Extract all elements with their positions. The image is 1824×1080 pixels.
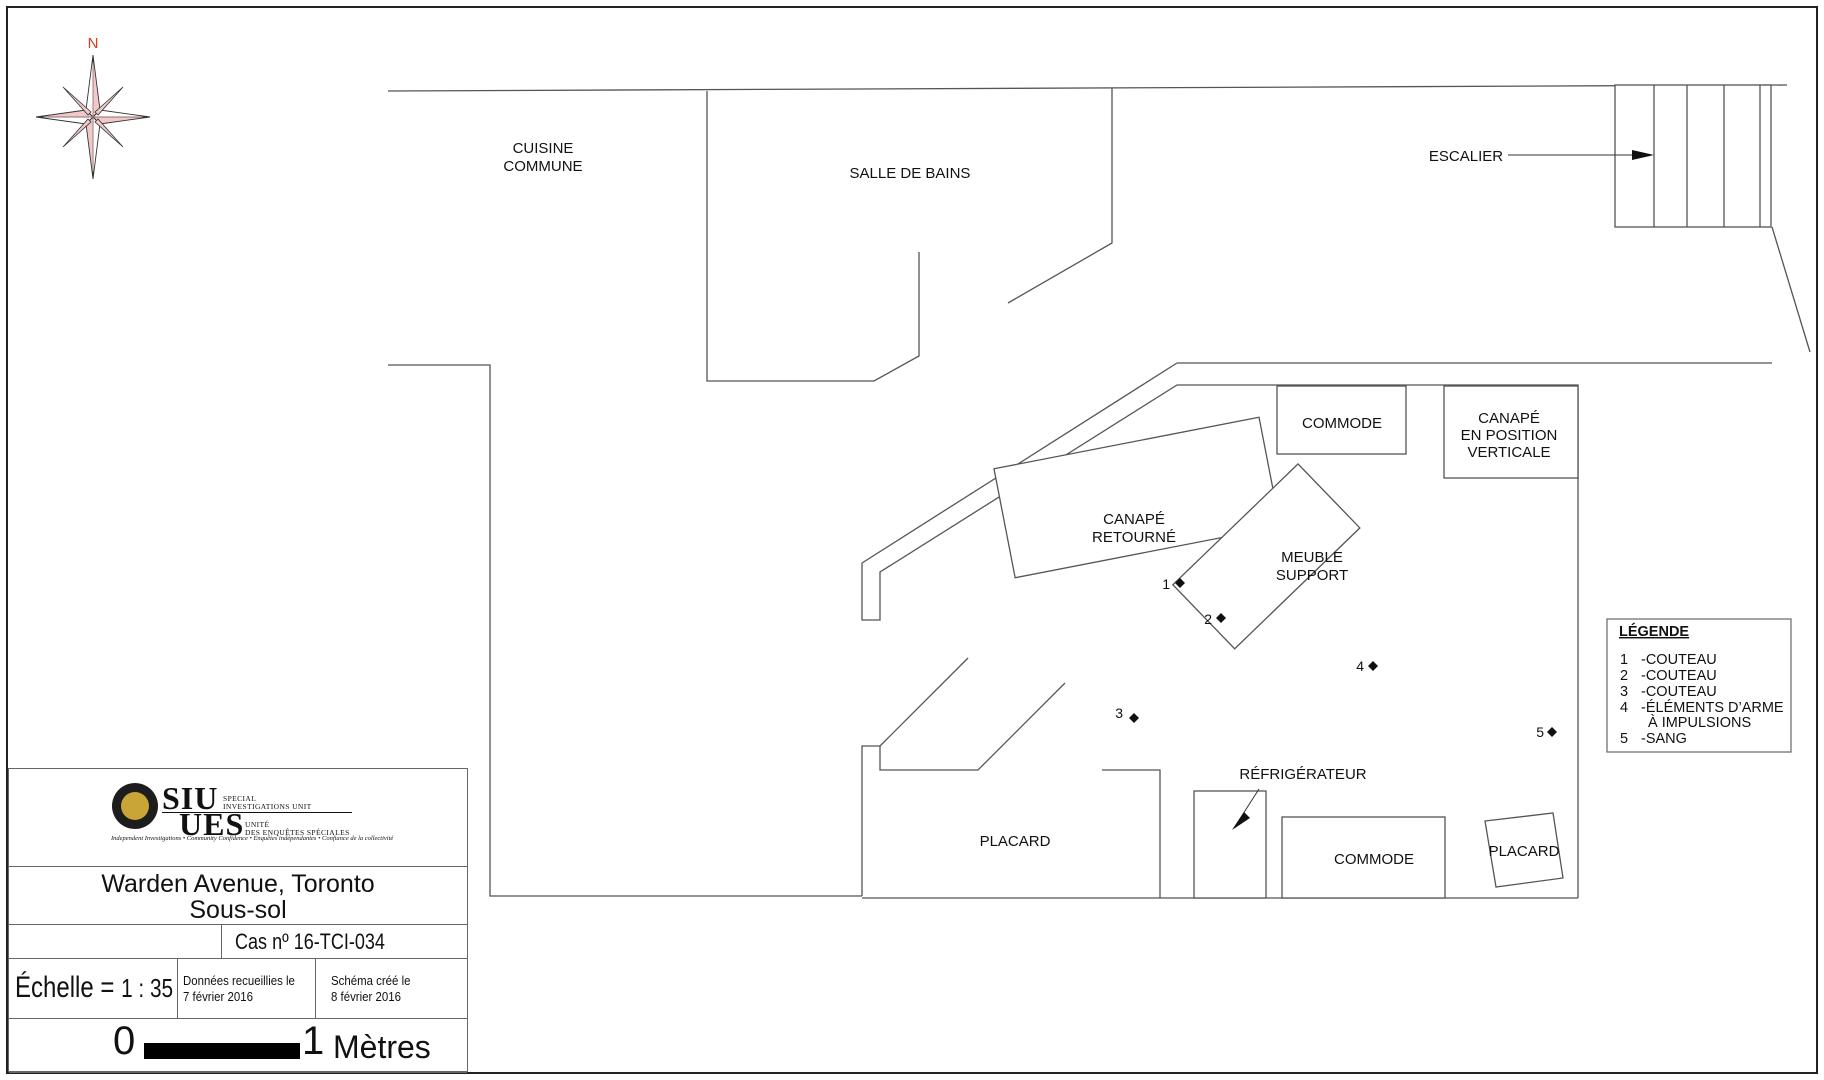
svg-text:2: 2	[1204, 611, 1212, 627]
legend-num-3: 3	[1620, 684, 1628, 700]
case-row: Cas nº 16-TCI-034	[9, 925, 467, 959]
svg-text:5: 5	[1536, 724, 1544, 740]
svg-text:3: 3	[1115, 705, 1123, 721]
label-meuble-support-2: SUPPORT	[1276, 567, 1348, 584]
legend-text-3: -COUTEAU	[1641, 684, 1717, 700]
svg-text:1: 1	[1162, 576, 1170, 592]
address-line-1: Warden Avenue, Toronto	[101, 870, 375, 898]
svg-text:4: 4	[1356, 658, 1364, 674]
legend-text-4: -ÉLÉMENTS D’ARME	[1641, 699, 1784, 716]
placard-right	[1484, 812, 1564, 888]
label-commode-top: COMMODE	[1302, 415, 1382, 432]
commode-top	[1276, 385, 1407, 455]
label-commode-bottom: COMMODE	[1334, 851, 1414, 868]
collected-date: 7 février 2016	[183, 989, 253, 1004]
evidence-marker-5: 5	[1536, 724, 1557, 740]
label-placard-left: PLACARD	[980, 833, 1051, 850]
staircase	[1508, 84, 1772, 228]
label-canape-retourne-2: RETOURNÉ	[1092, 529, 1176, 546]
legend-num-1: 1	[1620, 652, 1628, 668]
logo-special: Special	[223, 794, 257, 803]
legend-text-5: -SANG	[1641, 731, 1687, 747]
label-canape-vertical-3: VERTICALE	[1467, 444, 1550, 461]
scale-bar-rect	[144, 1043, 300, 1059]
logo-ues: UES	[179, 806, 245, 842]
evidence-marker-2: 2	[1204, 611, 1226, 627]
legend-text-4b: À IMPULSIONS	[1648, 714, 1751, 731]
evidence-marker-4: 4	[1356, 658, 1378, 674]
evidence-marker-3: 3	[1115, 705, 1139, 723]
scale-text: Échelle = 1 : 35	[15, 971, 174, 1004]
label-cuisine-1: CUISINE	[513, 140, 574, 157]
commode-bottom	[1281, 816, 1446, 899]
scale-bar-end: 1	[302, 1019, 325, 1063]
logo-siu: SIU	[162, 780, 219, 816]
created-date: 8 février 2016	[331, 989, 401, 1004]
scale-bar-start: 0	[113, 1019, 136, 1063]
label-canape-vertical-2: EN POSITION	[1461, 427, 1558, 444]
compass-rose-icon	[35, 54, 151, 180]
meuble-support	[1171, 462, 1361, 650]
label-canape-retourne-1: CANAPÉ	[1103, 511, 1165, 528]
legend-text-2: -COUTEAU	[1641, 668, 1717, 684]
compass-north-label: N	[88, 35, 99, 52]
legend-num-5: 5	[1620, 731, 1628, 747]
collected-label: Données recueillies le	[183, 973, 295, 988]
label-canape-vertical-1: CANAPÉ	[1478, 410, 1540, 427]
created-label: Schéma créé le	[331, 973, 411, 988]
scale-bar-unit: Mètres	[333, 1029, 431, 1065]
legend-num-4: 4	[1620, 700, 1628, 716]
label-escalier: ESCALIER	[1429, 148, 1503, 165]
logo-investigations-unit: Investigations Unit	[223, 802, 312, 811]
legend-num-2: 2	[1620, 668, 1628, 684]
legend: LÉGENDE 1 -COUTEAU 2 -COUTEAU 3 -COUTEAU…	[1606, 618, 1792, 753]
label-cuisine-2: COMMUNE	[503, 158, 582, 175]
siu-seal-icon	[112, 783, 158, 829]
siu-logo: SIU Special Investigations Unit UES Unit…	[9, 769, 467, 867]
label-meuble-support-1: MEUBLE	[1281, 549, 1343, 566]
label-salle-de-bains: SALLE DE BAINS	[850, 165, 971, 182]
scale-row: Échelle = 1 : 35 Données recueillies le …	[9, 959, 467, 1019]
label-refrigerateur: RÉFRIGÉRATEUR	[1239, 766, 1366, 783]
canape-vertical	[1443, 385, 1579, 479]
logo-des-enquetes: des enquêtes spéciales	[245, 828, 350, 837]
logo-tagline: Independent Investigations • Community C…	[111, 835, 394, 842]
logo-unite: Unité	[245, 820, 270, 829]
address-line-2: Sous-sol	[189, 896, 287, 924]
refrigerateur	[1193, 790, 1267, 899]
legend-text-1: -COUTEAU	[1641, 652, 1717, 668]
case-number: Cas nº 16-TCI-034	[235, 929, 385, 954]
address: Warden Avenue, Toronto Sous-sol	[9, 867, 467, 925]
scale-bar: 0 1 Mètres	[9, 1019, 467, 1073]
walls	[387, 84, 1811, 899]
label-placard-right: PLACARD	[1489, 843, 1560, 860]
title-block: SIU Special Investigations Unit UES Unit…	[8, 768, 468, 1073]
evidence-marker-1: 1	[1162, 576, 1185, 592]
legend-title: LÉGENDE	[1619, 623, 1689, 640]
